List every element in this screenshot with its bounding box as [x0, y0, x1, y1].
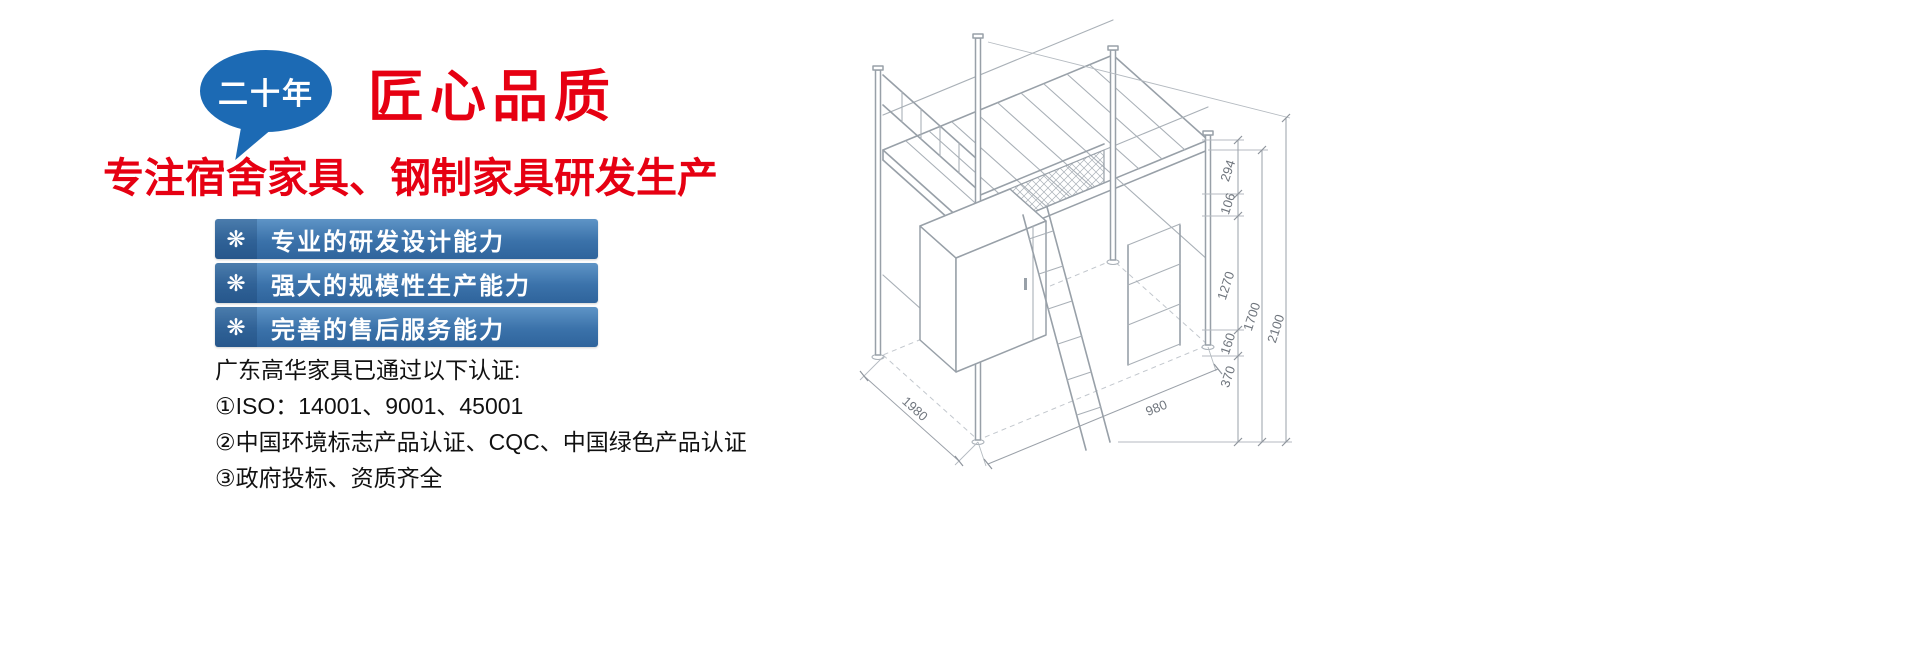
flower-icon: ❋ — [215, 219, 257, 259]
dim-label-294: 294 — [1217, 158, 1238, 183]
feature-bar-rd: ❋ 专业的研发设计能力 — [215, 219, 598, 259]
flower-icon: ❋ — [215, 307, 257, 347]
certifications: 广东高华家具已通过以下认证: ①ISO：14001、9001、45001 ②中国… — [215, 352, 747, 496]
dim-label-106: 106 — [1217, 191, 1238, 216]
feature-bar-service: ❋ 完善的售后服务能力 — [215, 307, 598, 347]
dim-label-370: 370 — [1217, 364, 1238, 389]
far-guard-rail — [882, 19, 1114, 116]
dim-label-160: 160 — [1217, 331, 1238, 356]
dim-label-1980: 1980 — [899, 393, 931, 423]
dim-label-980: 980 — [1143, 397, 1169, 419]
bed-diagram: 294 106 1270 1700 2100 160 370 1980 980 — [859, 19, 1292, 470]
feature-bar-production: ❋ 强大的规模性生产能力 — [215, 263, 598, 303]
dimension-lines: 294 106 1270 1700 2100 160 370 1980 980 — [859, 41, 1292, 470]
side-shelf — [1127, 223, 1181, 366]
dim-label-1270: 1270 — [1214, 270, 1237, 302]
dim-label-1700: 1700 — [1240, 301, 1263, 333]
dim-label-2100: 2100 — [1264, 313, 1287, 345]
years-badge-text: 二十年 — [218, 78, 314, 111]
years-badge: 二十年 — [200, 50, 350, 160]
flower-icon: ❋ — [215, 263, 257, 303]
main-title: 匠心品质 — [368, 65, 616, 128]
certification-item: ③政府投标、资质齐全 — [215, 465, 443, 491]
feature-label: 完善的售后服务能力 — [271, 316, 505, 344]
certification-item: ②中国环境标志产品认证、CQC、中国绿色产品认证 — [215, 429, 747, 455]
subtitle: 专注宿舍家具、钢制家具研发生产 — [103, 155, 718, 201]
feature-label: 专业的研发设计能力 — [271, 228, 505, 256]
wardrobe-handle — [1024, 278, 1027, 290]
ladder — [1022, 206, 1111, 451]
feature-list: ❋ 专业的研发设计能力 ❋ 强大的规模性生产能力 ❋ 完善的售后服务能力 — [215, 219, 598, 351]
feature-label: 强大的规模性生产能力 — [271, 272, 531, 300]
wardrobe — [919, 188, 1047, 373]
certifications-heading: 广东高华家具已通过以下认证: — [215, 357, 521, 383]
speech-bubble: 二十年 — [200, 50, 332, 132]
certification-item: ①ISO：14001、9001、45001 — [215, 393, 524, 419]
